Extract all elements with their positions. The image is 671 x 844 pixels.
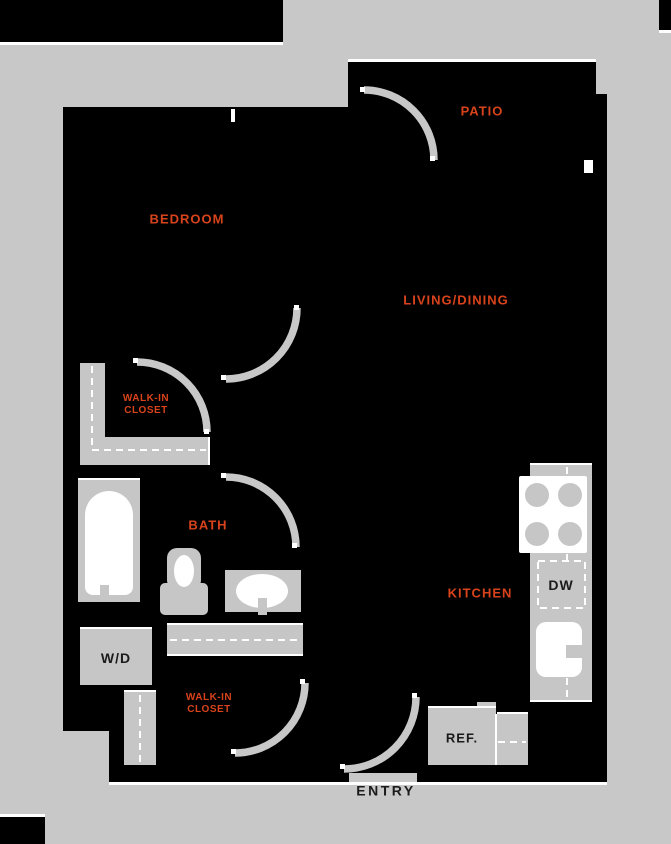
wall-separation-line <box>0 814 45 817</box>
wall-separation-line <box>0 42 283 45</box>
refrigerator <box>428 708 496 765</box>
patio-label: PATIO <box>460 103 504 119</box>
cabinet-edge-line <box>497 712 528 714</box>
closet-shelving-horizontal <box>80 437 210 465</box>
entry-door-opening <box>349 773 417 782</box>
sink-faucet <box>258 598 267 615</box>
kitchen-counter-edge-line <box>530 463 592 465</box>
bathtub-basin <box>85 491 133 595</box>
cabinet-divider-line <box>495 714 497 765</box>
washer-dryer-label: W/D <box>100 650 132 666</box>
stove-burner <box>558 522 582 546</box>
wall-separation-line <box>348 59 596 62</box>
neighbor-unit-top-right <box>659 0 671 30</box>
bath-label: BATH <box>188 517 228 533</box>
dishwasher-label: DW <box>548 577 574 593</box>
refrigerator-label: REF. <box>445 730 479 746</box>
wall-separation-line <box>109 782 607 785</box>
entry-label: ENTRY <box>356 782 416 799</box>
bathtub-edge-line <box>78 478 140 480</box>
exterior-notch <box>63 731 109 782</box>
vanity-edge-line <box>167 654 303 656</box>
washer-dryer-unit <box>80 629 152 685</box>
neighbor-unit-bottom-left <box>0 817 45 844</box>
neighbor-unit-top-left <box>0 0 283 42</box>
refrigerator-edge-line <box>428 706 496 708</box>
entry-cabinet <box>497 714 528 765</box>
stove-burner <box>525 522 549 546</box>
walk-in-closet-label-entry: WALK-IN CLOSET <box>185 692 233 715</box>
stove-burner <box>525 483 549 507</box>
kitchen-counter-edge-line <box>530 700 592 702</box>
living-dining-label: LIVING/DINING <box>403 292 509 308</box>
stove-burner <box>558 483 582 507</box>
bedroom-label: BEDROOM <box>149 211 225 227</box>
toilet-bowl <box>174 555 194 587</box>
walk-in-closet-label-bedroom: WALK-IN CLOSET <box>122 393 170 416</box>
entry-closet-edge-line <box>124 690 156 692</box>
wall-separation-line <box>659 30 671 33</box>
vanity-counter <box>167 625 303 654</box>
entry-closet-shelving <box>124 692 156 765</box>
cabinet-tab <box>477 702 496 709</box>
kitchen-sink-faucet <box>566 645 588 658</box>
closet-shelf-end-line <box>208 437 210 465</box>
vanity-edge-line <box>167 623 303 625</box>
bathtub-drain <box>100 585 109 599</box>
kitchen-label: KITCHEN <box>447 585 513 601</box>
washer-dryer-edge-line <box>80 627 152 629</box>
